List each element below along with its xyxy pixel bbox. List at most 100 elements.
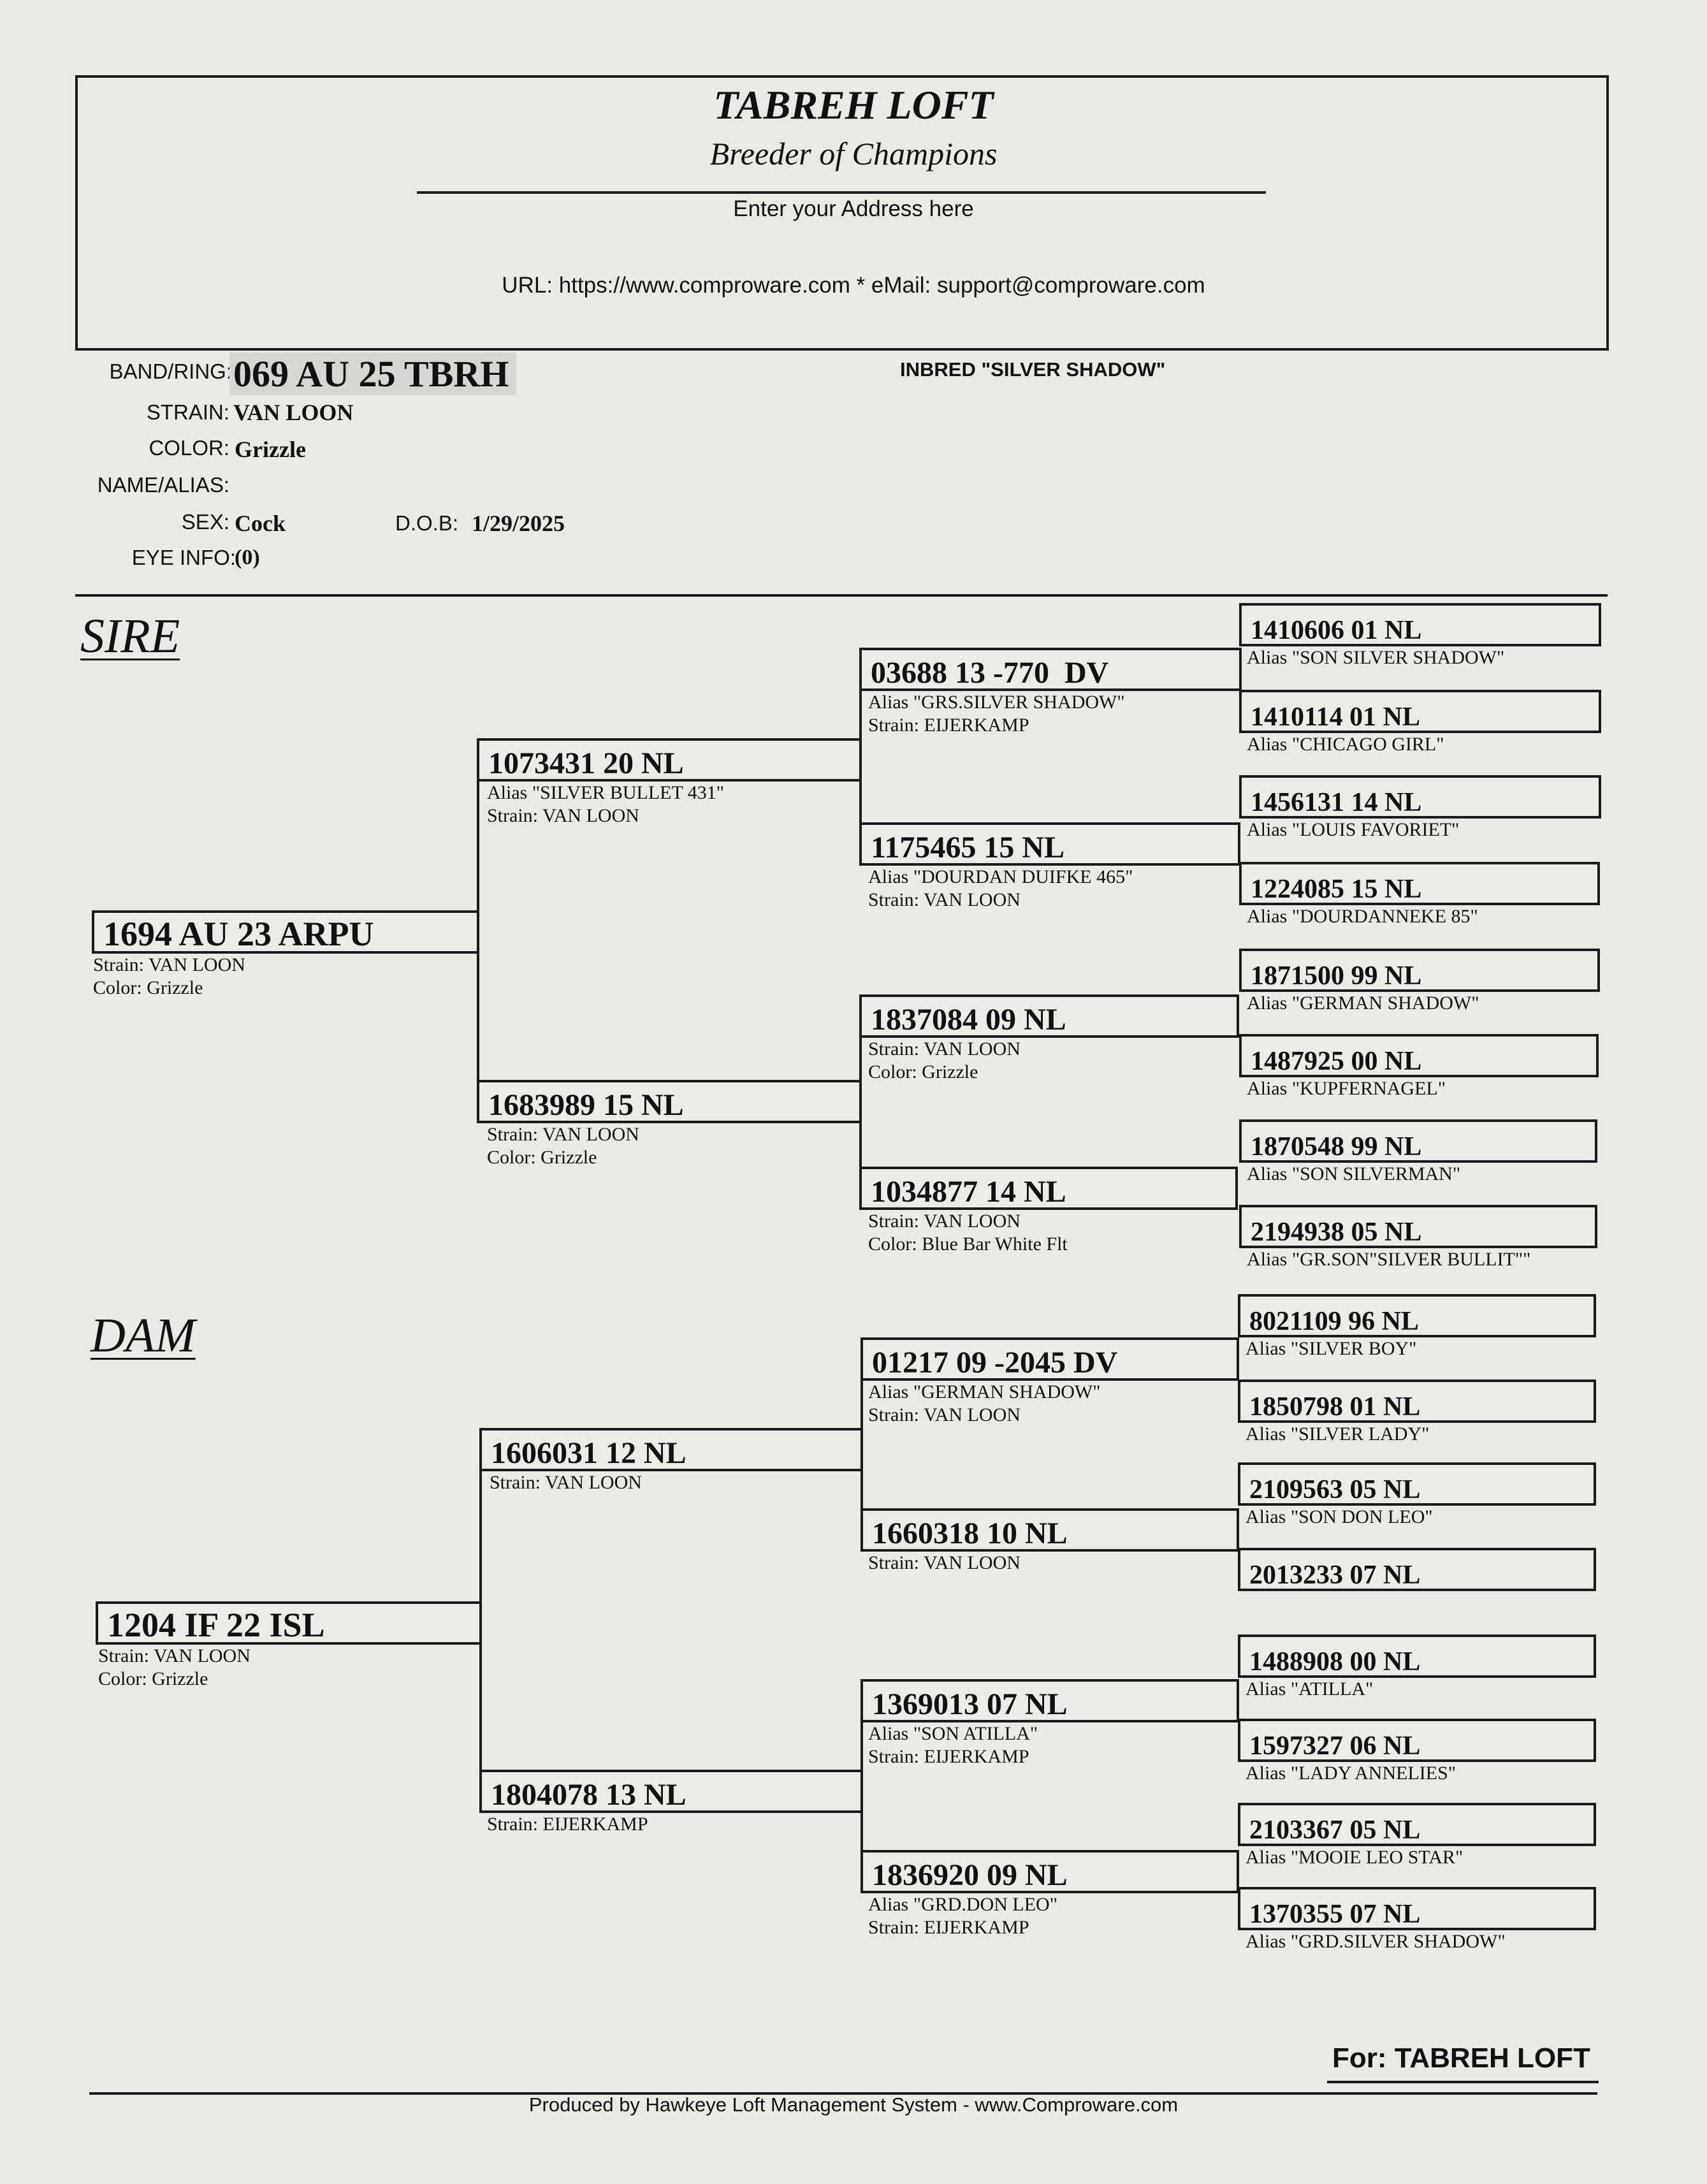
ancestor-box: 1488908 00 NL	[1238, 1634, 1596, 1678]
ancestor-box: 1871500 99 NL	[1239, 949, 1600, 992]
ancestor-detail: Strain: VAN LOON	[868, 889, 1021, 910]
ancestor-detail: Alias "SILVER BOY"	[1246, 1338, 1417, 1359]
ancestor-detail: Alias "GR.SON"SILVER BULLIT""	[1247, 1249, 1531, 1270]
band-label: BAND/RING:	[109, 360, 232, 383]
header-divider	[417, 191, 1266, 194]
strain-value: VAN LOON	[233, 400, 354, 425]
ancestor-band: 03688 13 -770 DV	[871, 656, 1109, 690]
ancestor-detail: Alias "MOOIE LEO STAR"	[1246, 1847, 1464, 1868]
ancestor-detail: Color: Blue Bar White Flt	[868, 1234, 1068, 1255]
eye-info-value: (0)	[235, 546, 260, 569]
ancestor-detail: Alias "GRD.DON LEO"	[868, 1894, 1057, 1915]
dam-box: 1204 IF 22 ISL	[96, 1601, 482, 1645]
ancestor-box: 03688 13 -770 DV	[859, 648, 1242, 691]
ancestor-band: 2194938 05 NL	[1251, 1218, 1422, 1247]
eye-info-label: EYE INFO:	[131, 546, 236, 569]
dam-band: 1204 IF 22 ISL	[107, 1606, 325, 1644]
dam-title: DAM	[91, 1309, 196, 1362]
ancestor-box: 2103367 05 NL	[1238, 1803, 1596, 1846]
ancestor-detail: Alias "SON SILVER SHADOW"	[1247, 647, 1505, 668]
ancestor-detail: Alias "SILVER LADY"	[1246, 1423, 1430, 1445]
ancestor-box: 1870548 99 NL	[1239, 1119, 1597, 1163]
ancestor-band: 2109563 05 NL	[1249, 1475, 1421, 1504]
ancestor-detail: Color: Grizzle	[868, 1061, 978, 1082]
ancestor-detail: Strain: VAN LOON	[487, 1124, 639, 1145]
ancestor-detail: Alias "SON SILVERMAN"	[1247, 1163, 1461, 1184]
ancestor-detail: Strain: VAN LOON	[868, 1552, 1021, 1573]
ancestor-band: 2103367 05 NL	[1249, 1816, 1421, 1845]
sire-strain: Strain: VAN LOON	[93, 954, 245, 975]
ancestor-detail: Alias "LOUIS FAVORIET"	[1247, 819, 1460, 840]
ancestor-detail: Alias "GRS.SILVER SHADOW"	[868, 692, 1125, 713]
ancestor-detail: Strain: EIJERKAMP	[487, 1814, 648, 1835]
ancestor-band: 1660318 10 NL	[872, 1517, 1068, 1550]
ancestor-band: 8021109 96 NL	[1249, 1307, 1420, 1336]
ancestor-box: 1836920 09 NL	[861, 1850, 1239, 1893]
ancestor-band: 1175465 15 NL	[871, 831, 1065, 864]
ancestor-detail: Strain: EIJERKAMP	[868, 1746, 1029, 1767]
address: Enter your Address here	[733, 196, 974, 221]
ancestor-box: 1456131 14 NL	[1239, 775, 1601, 819]
ancestor-detail: Alias "GERMAN SHADOW"	[868, 1381, 1101, 1402]
ancestor-detail: Strain: VAN LOON	[868, 1038, 1021, 1059]
ancestor-band: 1410606 01 NL	[1251, 616, 1422, 645]
header-box	[75, 75, 1609, 351]
dob-value: 1/29/2025	[472, 511, 565, 536]
color-value: Grizzle	[235, 437, 306, 462]
ancestor-box: 1410114 01 NL	[1239, 690, 1601, 733]
sex-value: Cock	[235, 511, 286, 536]
ancestor-band: 1073431 20 NL	[488, 746, 684, 780]
ancestor-box: 1597327 06 NL	[1238, 1719, 1596, 1762]
ancestor-band: 1456131 14 NL	[1251, 788, 1422, 817]
loft-name: TABREH LOFT	[713, 82, 994, 127]
footer-divider	[89, 2092, 1597, 2095]
ancestor-detail: Alias "SON DON LEO"	[1246, 1506, 1433, 1527]
ancestor-box: 1175465 15 NL	[859, 822, 1240, 866]
ancestor-detail: Alias "SON ATILLA"	[868, 1723, 1038, 1744]
ancestor-box: 1369013 07 NL	[861, 1679, 1239, 1722]
ancestor-box: 8021109 96 NL	[1238, 1294, 1596, 1337]
inbred-note: INBRED "SILVER SHADOW"	[900, 358, 1166, 381]
contact-line: URL: https://www.comproware.com * eMail:…	[502, 273, 1205, 298]
produced-by: Produced by Hawkeye Loft Management Syst…	[528, 2093, 1179, 2116]
ancestor-band: 1597327 06 NL	[1249, 1731, 1421, 1761]
ancestor-box: 2194938 05 NL	[1239, 1205, 1597, 1248]
ancestor-detail: Alias "LADY ANNELIES"	[1246, 1763, 1456, 1784]
ancestor-band: 1804078 13 NL	[491, 1778, 686, 1812]
ancestor-detail: Strain: EIJERKAMP	[868, 715, 1029, 736]
sire-color: Color: Grizzle	[93, 977, 203, 998]
ancestor-band: 1034877 14 NL	[871, 1175, 1066, 1209]
ancestor-band: 1410114 01 NL	[1251, 703, 1421, 732]
for-underline	[1327, 2081, 1599, 2083]
dob-label: D.O.B:	[395, 511, 459, 535]
ancestor-detail: Alias "DOURDANNEKE 85"	[1247, 906, 1478, 927]
sire-title: SIRE	[80, 609, 180, 663]
ancestor-detail: Alias "GRD.SILVER SHADOW"	[1246, 1931, 1506, 1952]
strain-label: STRAIN:	[146, 400, 229, 424]
ancestor-box: 1606031 12 NL	[479, 1428, 863, 1471]
ancestor-band: 1850798 01 NL	[1249, 1392, 1421, 1422]
ancestor-detail: Strain: VAN LOON	[868, 1404, 1021, 1425]
ancestor-detail: Strain: VAN LOON	[490, 1472, 642, 1493]
ancestor-detail: Strain: EIJERKAMP	[868, 1917, 1029, 1938]
ancestor-detail: Strain: VAN LOON	[487, 805, 639, 826]
ancestor-band: 1870548 99 NL	[1251, 1132, 1422, 1161]
ancestor-box: 1224085 15 NL	[1239, 862, 1600, 905]
for-line: For: TABREH LOFT	[1332, 2042, 1590, 2074]
name-alias-label: NAME/ALIAS:	[97, 473, 229, 497]
ancestor-detail: Alias "ATILLA"	[1246, 1678, 1374, 1700]
ancestor-band: 1871500 99 NL	[1251, 961, 1422, 991]
band-value: 069 AU 25 TBRH	[229, 353, 517, 395]
ancestor-box: 1660318 10 NL	[861, 1508, 1239, 1552]
ancestor-box: 1804078 13 NL	[479, 1770, 863, 1813]
ancestor-band: 01217 09 -2045 DV	[872, 1346, 1118, 1380]
ancestor-box: 1370355 07 NL	[1238, 1887, 1596, 1930]
ancestor-box: 01217 09 -2045 DV	[861, 1337, 1239, 1381]
ancestor-detail: Strain: VAN LOON	[868, 1211, 1021, 1232]
ancestor-band: 1488908 00 NL	[1249, 1647, 1421, 1677]
ancestor-band: 1224085 15 NL	[1251, 875, 1422, 904]
ancestor-band: 2013233 07 NL	[1249, 1561, 1421, 1590]
ancestor-band: 1683989 15 NL	[488, 1088, 684, 1122]
ancestor-box: 1034877 14 NL	[859, 1167, 1238, 1210]
ancestor-band: 1836920 09 NL	[872, 1858, 1068, 1892]
